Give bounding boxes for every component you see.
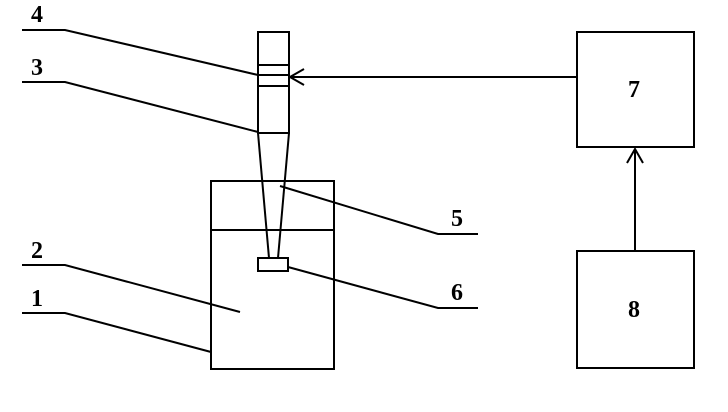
- block-7: [576, 31, 695, 148]
- arrow-8-to-7-head: [626, 146, 644, 164]
- leader-line-1: [22, 312, 212, 353]
- leader-line-4: [22, 29, 259, 76]
- label-1: 1: [31, 286, 43, 312]
- probe-cone-left: [257, 132, 270, 259]
- label-7: 7: [628, 77, 640, 103]
- probe-cone-right: [277, 132, 290, 259]
- label-4: 4: [31, 2, 43, 28]
- block-8: [576, 250, 695, 369]
- leader-line-5: [279, 185, 478, 235]
- label-5: 5: [451, 206, 463, 232]
- sample-element: [257, 257, 289, 272]
- transducer-column: [257, 31, 290, 134]
- leader-line-6: [287, 266, 478, 309]
- arrow-7-to-transducer-head: [287, 68, 305, 86]
- leader-line-2: [22, 264, 241, 313]
- label-2: 2: [31, 238, 43, 264]
- label-8: 8: [628, 297, 640, 323]
- leader-line-3: [22, 81, 259, 133]
- label-6: 6: [451, 280, 463, 306]
- label-3: 3: [31, 55, 43, 81]
